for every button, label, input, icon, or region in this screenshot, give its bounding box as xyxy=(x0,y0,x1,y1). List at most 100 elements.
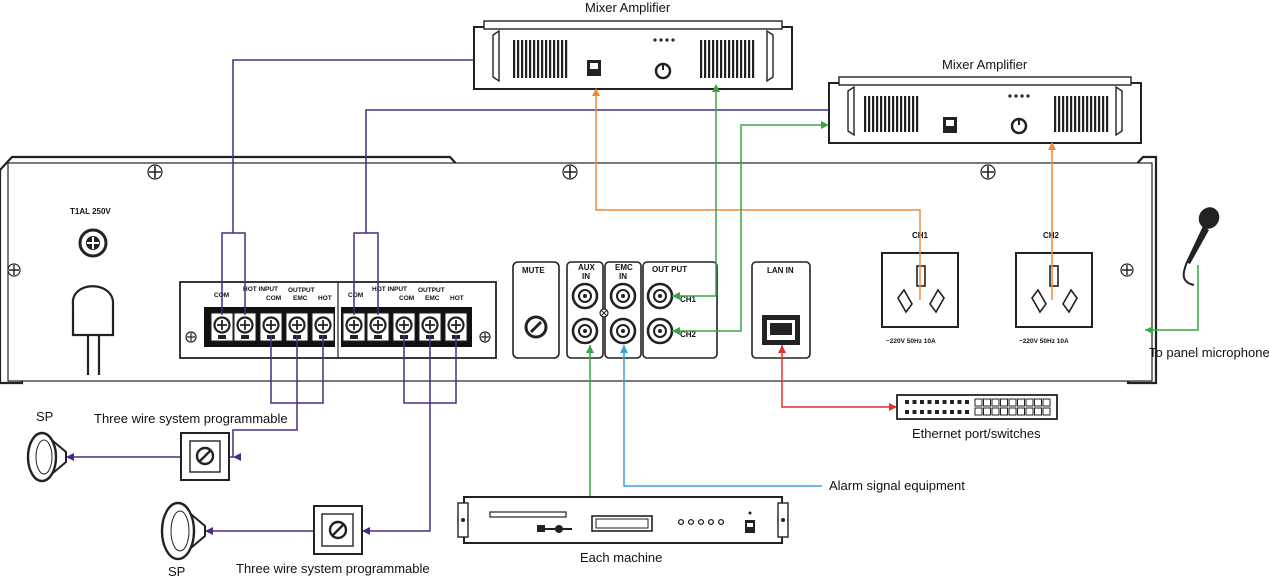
rca-jack-icon xyxy=(609,317,637,345)
output-jack-label: OUT PUT xyxy=(652,265,687,274)
arrowhead xyxy=(1048,142,1056,150)
wire-orange xyxy=(595,90,1053,300)
terminal-screws xyxy=(210,312,468,342)
socket-ch1-spec: ~220V 50Hz 10A xyxy=(886,338,936,345)
vent-grill xyxy=(513,40,755,78)
screw-icon xyxy=(562,164,578,180)
sp-bottom-label: SP xyxy=(168,564,185,577)
terminal-hot-input-label: HOT INPUT xyxy=(243,286,278,293)
wire-red xyxy=(781,345,897,408)
rca-jack-icon xyxy=(609,282,637,310)
mixer-amplifier-top: Mixer Amplifier xyxy=(473,0,793,90)
each-machine-unit: Each machine xyxy=(457,496,789,565)
volume-knob-icon xyxy=(654,62,672,80)
three-wire-bottom-label: Three wire system programmable xyxy=(236,561,430,576)
amp-right-label: Mixer Amplifier xyxy=(942,57,1028,72)
microphone-icon xyxy=(1182,207,1220,286)
terminal-out-com-label: COM xyxy=(266,295,281,302)
ethernet-switch: Ethernet port/switches xyxy=(896,394,1058,441)
programmable-module-top: Three wire system programmable xyxy=(94,411,288,481)
three-wire-top-label: Three wire system programmable xyxy=(94,411,288,426)
arrowhead xyxy=(620,345,628,353)
volume-knob-icon xyxy=(524,315,548,339)
terminal-output-label-2: OUTPUT xyxy=(418,287,445,294)
arrowhead xyxy=(889,403,897,411)
wire-arrows xyxy=(66,84,1153,535)
lan-panel: LAN IN xyxy=(751,261,811,359)
screw-icon xyxy=(185,331,197,343)
power-socket-icon xyxy=(1031,265,1078,314)
amp-top-label: Mixer Amplifier xyxy=(585,0,671,15)
terminal-screw-icon xyxy=(342,312,366,342)
screw-icon xyxy=(599,308,609,318)
arrowhead xyxy=(592,88,600,96)
power-cord xyxy=(71,285,115,375)
fuse-icon xyxy=(78,228,108,258)
arrowhead xyxy=(233,453,241,461)
speaker-bottom: SP xyxy=(160,501,206,577)
arrowhead xyxy=(672,292,680,300)
volume-knob-icon xyxy=(1010,117,1028,135)
arrowhead xyxy=(1145,326,1153,334)
terminal-out-hot-label-2: HOT xyxy=(450,295,464,302)
each-machine-label: Each machine xyxy=(580,550,662,565)
terminal-out-emc-label: EMC xyxy=(293,295,308,302)
terminal-out-hot-label: HOT xyxy=(318,295,332,302)
mute-label: MUTE xyxy=(522,266,545,275)
rj45-port-icon xyxy=(762,315,800,345)
speaker-horn-icon xyxy=(160,501,206,561)
sp-top-label: SP xyxy=(36,409,53,424)
ch1-jack-label: CH1 xyxy=(680,295,697,304)
rca-jack-icon xyxy=(571,282,599,310)
mixer-amplifier-right: Mixer Amplifier xyxy=(828,57,1142,144)
terminal-screw-icon xyxy=(392,312,416,342)
arrowhead xyxy=(712,84,720,92)
screw-icon xyxy=(479,331,491,343)
terminal-out-com-label-2: COM xyxy=(399,295,414,302)
aux-in-label: IN xyxy=(582,272,590,281)
ethernet-label: Ethernet port/switches xyxy=(912,426,1041,441)
fuse-label: T1AL 250V xyxy=(70,207,111,216)
volume-knob-icon xyxy=(195,446,215,466)
rca-jack-icon xyxy=(646,282,674,310)
lan-in-label: LAN IN xyxy=(767,266,794,275)
aux-label: AUX xyxy=(578,263,596,272)
arrowhead xyxy=(672,327,680,335)
power-socket-icon xyxy=(897,265,945,314)
terminal-screw-icon xyxy=(259,312,283,342)
programmable-module-bottom: Three wire system programmable xyxy=(236,505,430,576)
arrowhead xyxy=(362,527,370,535)
terminal-screw-icon xyxy=(366,312,390,342)
ch2-jack-label: CH2 xyxy=(680,330,697,339)
arrowhead xyxy=(586,345,594,353)
socket-ch2-spec: ~220V 50Hz 10A xyxy=(1019,338,1069,345)
terminal-screw-icon xyxy=(233,312,257,342)
terminal-com-label-2: COM xyxy=(348,292,363,299)
terminal-screw-icon xyxy=(444,312,468,342)
terminal-screw-icon xyxy=(210,312,234,342)
screw-icon xyxy=(1120,263,1134,277)
terminal-hot-input-label-2: HOT INPUT xyxy=(372,286,407,293)
mute-panel: MUTE xyxy=(512,261,560,359)
terminal-output-label: OUTPUT xyxy=(288,287,315,294)
vent-grill xyxy=(864,96,1109,132)
rca-jacks xyxy=(571,282,674,345)
screw-icon xyxy=(147,164,163,180)
arrowhead xyxy=(821,121,829,129)
panel-mic-label: To panel microphone xyxy=(1149,345,1269,360)
speaker-horn-icon xyxy=(26,431,67,483)
arrowhead xyxy=(66,453,74,461)
wire-green xyxy=(589,85,1199,497)
alarm-label: Alarm signal equipment xyxy=(829,478,965,493)
volume-knob-icon xyxy=(328,520,348,540)
emc-in-label: IN xyxy=(619,272,627,281)
emc-label: EMC xyxy=(615,263,633,272)
arrowhead xyxy=(205,527,213,535)
screw-icon xyxy=(980,164,996,180)
rca-jack-icon xyxy=(646,317,674,345)
terminal-screw-icon xyxy=(311,312,335,342)
speaker-top: SP xyxy=(26,409,67,483)
arrowhead xyxy=(778,345,786,353)
rca-jack-icon xyxy=(571,317,599,345)
